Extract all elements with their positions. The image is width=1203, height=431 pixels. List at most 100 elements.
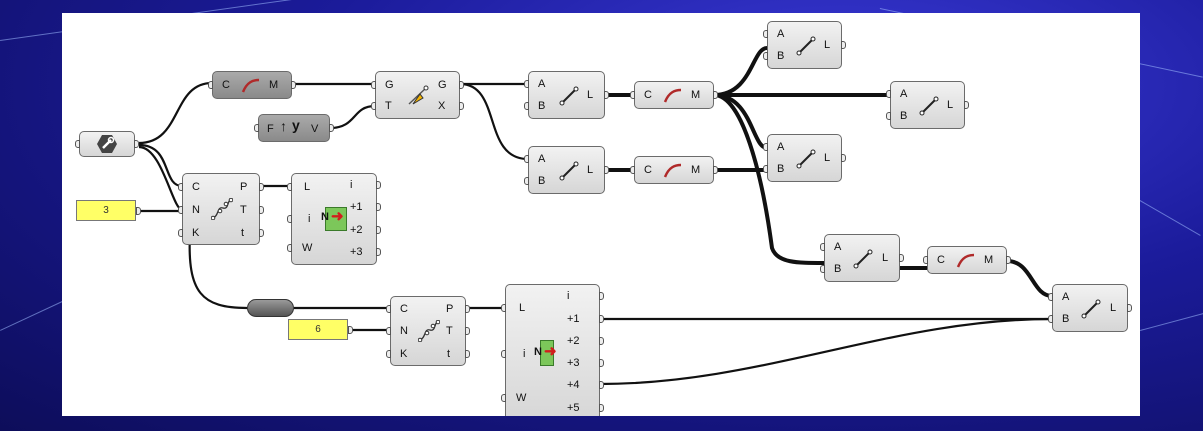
output-port[interactable] (599, 292, 604, 300)
input-port[interactable] (386, 305, 391, 313)
input-port[interactable] (501, 304, 506, 312)
line-component-3[interactable]: A B L (763, 21, 846, 69)
input-port[interactable] (524, 102, 529, 110)
number-slider-panel[interactable]: 6 (288, 319, 353, 340)
input-port[interactable] (386, 350, 391, 358)
output-port[interactable] (964, 101, 969, 109)
output-port[interactable] (599, 337, 604, 345)
input-port[interactable] (501, 394, 506, 402)
output-port[interactable] (291, 81, 296, 89)
input-port[interactable] (524, 155, 529, 163)
output-port[interactable] (465, 350, 470, 358)
input-port[interactable] (820, 265, 825, 273)
output-port[interactable] (376, 181, 381, 189)
output-port[interactable] (376, 226, 381, 234)
curve-component-top[interactable]: C M (208, 71, 296, 99)
input-port[interactable] (763, 52, 768, 60)
list-item-component-1[interactable]: L i W N ➜ i +1 +2 +3 (287, 173, 381, 265)
list-item-component-2[interactable]: L i W N ➜ i +1 +2 +3 +4 +5 (501, 284, 604, 416)
input-port[interactable] (524, 80, 529, 88)
curve-component-a[interactable]: C M (630, 81, 718, 109)
output-port[interactable] (329, 124, 334, 132)
input-port[interactable] (820, 243, 825, 251)
wire (188, 232, 248, 310)
transform-component[interactable]: G T G X (371, 71, 464, 119)
input-port[interactable] (178, 229, 183, 237)
input-port[interactable] (1048, 315, 1053, 323)
input-port[interactable] (923, 256, 928, 264)
input-port[interactable] (287, 244, 292, 252)
output-port[interactable] (465, 327, 470, 335)
input-port[interactable] (763, 143, 768, 151)
output-port[interactable] (599, 359, 604, 367)
output-port[interactable] (599, 315, 604, 323)
output-port[interactable] (599, 404, 604, 412)
line-component-6[interactable]: A B L (820, 234, 904, 282)
output-port[interactable] (348, 326, 353, 334)
output-port[interactable] (134, 140, 139, 148)
output-port[interactable] (459, 81, 464, 89)
input-port[interactable] (178, 206, 183, 214)
function-component[interactable]: F ↑ y V (254, 114, 334, 142)
input-label: A (834, 241, 842, 253)
output-port[interactable] (376, 248, 381, 256)
input-port[interactable] (763, 165, 768, 173)
line-component-2[interactable]: A B L (524, 146, 609, 194)
input-port[interactable] (287, 183, 292, 191)
output-label: +1 (350, 201, 363, 213)
input-port[interactable] (75, 140, 80, 148)
input-port[interactable] (371, 102, 376, 110)
input-label: L (304, 181, 311, 193)
output-port[interactable] (259, 206, 264, 214)
input-port[interactable] (524, 177, 529, 185)
divide-curve-component-2[interactable]: C N K P T t (386, 296, 470, 366)
input-port[interactable] (501, 350, 506, 358)
output-port[interactable] (259, 229, 264, 237)
output-port[interactable] (604, 166, 609, 174)
output-port[interactable] (465, 305, 470, 313)
output-port[interactable] (599, 381, 604, 389)
output-port[interactable] (1006, 256, 1011, 264)
output-port[interactable] (713, 91, 718, 99)
input-label: F (267, 123, 274, 135)
output-port[interactable] (604, 91, 609, 99)
output-port[interactable] (136, 207, 141, 215)
input-port[interactable] (630, 91, 635, 99)
grasshopper-canvas[interactable]: 3 C M F ↑ y V G T G X C N K P T t (62, 13, 1140, 416)
output-port[interactable] (1127, 304, 1132, 312)
line-component-7[interactable]: A B L (1048, 284, 1132, 332)
input-port[interactable] (1048, 293, 1053, 301)
relay-node[interactable] (247, 299, 294, 317)
output-port[interactable] (376, 203, 381, 211)
output-label: i (567, 290, 570, 302)
input-port[interactable] (886, 112, 891, 120)
output-label: P (240, 181, 248, 193)
line-component-4[interactable]: A B L (886, 81, 969, 129)
output-port[interactable] (259, 183, 264, 191)
line-component-1[interactable]: A B L (524, 71, 609, 119)
curve-component-c[interactable]: C M (923, 246, 1011, 274)
output-port[interactable] (841, 154, 846, 162)
output-port[interactable] (841, 41, 846, 49)
output-port[interactable] (713, 166, 718, 174)
input-port[interactable] (386, 327, 391, 335)
input-port[interactable] (254, 124, 259, 132)
input-label: B (834, 263, 842, 275)
input-port[interactable] (178, 183, 183, 191)
input-port[interactable] (763, 30, 768, 38)
wire (713, 46, 768, 97)
input-port[interactable] (287, 215, 292, 223)
output-port[interactable] (899, 254, 904, 262)
output-label: +1 (567, 313, 580, 325)
number-slider-panel[interactable]: 3 (76, 200, 141, 221)
input-port[interactable] (208, 81, 213, 89)
input-port[interactable] (371, 81, 376, 89)
output-port[interactable] (459, 102, 464, 110)
curve-component-b[interactable]: C M (630, 156, 718, 184)
output-label: X (438, 100, 446, 112)
divide-curve-component-1[interactable]: C N K P T t (178, 173, 264, 245)
geometry-param-node[interactable] (75, 131, 139, 157)
input-port[interactable] (886, 90, 891, 98)
input-port[interactable] (630, 166, 635, 174)
line-component-5[interactable]: A B L (763, 134, 846, 182)
